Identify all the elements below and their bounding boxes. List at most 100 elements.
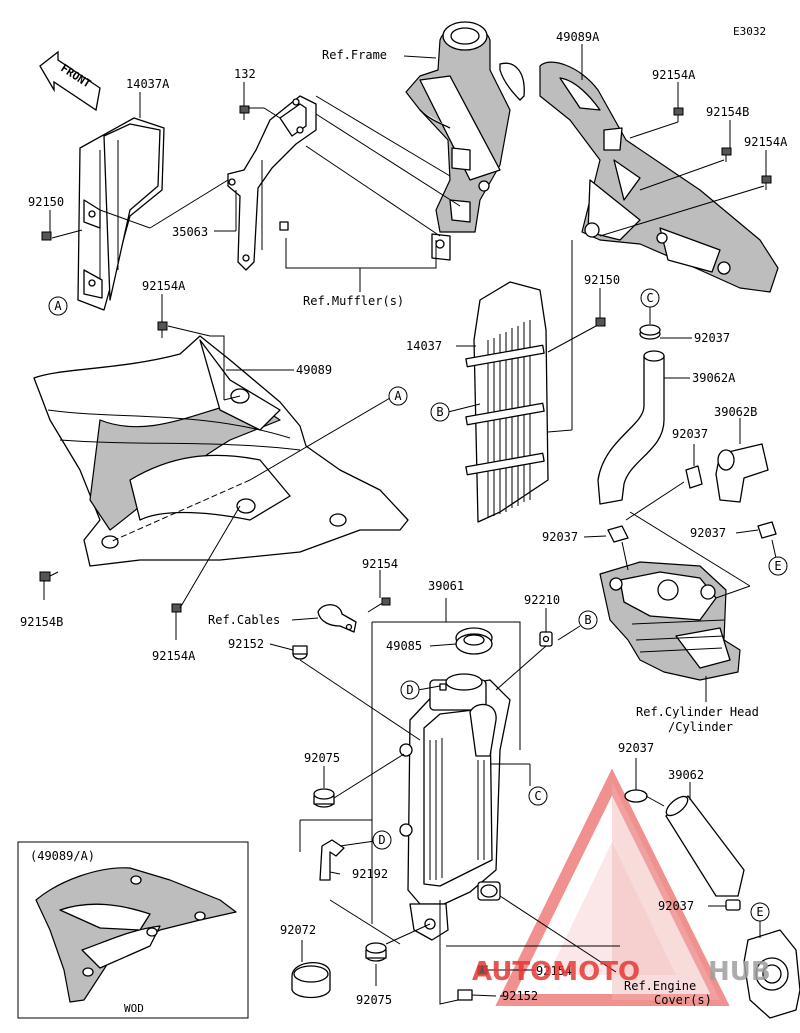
bolt-92150-mid — [595, 317, 606, 327]
bolt-92154A-top2 — [761, 175, 772, 190]
label-92154B-left: 92154B — [20, 615, 63, 629]
engine-cover — [743, 929, 800, 1019]
front-arrow-icon: FRONT — [39, 50, 101, 112]
label-92037-b: 92037 — [672, 427, 708, 441]
label-92154A-top2: 92154A — [744, 135, 788, 149]
label-132: 132 — [234, 67, 256, 81]
label-39062A: 39062A — [692, 371, 736, 385]
clamp-92037-f — [725, 899, 741, 911]
watermark-text: AUTOMOTO HUB — [472, 957, 771, 987]
watermark-logo — [495, 768, 730, 1006]
callout-A-right: A — [388, 386, 408, 406]
clamp-92037-b — [685, 465, 703, 489]
diagram-code: E3032 — [733, 25, 766, 38]
label-49089A: 49089A — [556, 30, 600, 44]
shroud-left — [33, 335, 409, 567]
inset-wod: (49089/A) WOD — [17, 841, 249, 1019]
label-92152: 92152 — [228, 637, 264, 651]
shroud-right — [539, 61, 779, 293]
cylinder-head — [599, 561, 741, 681]
grommet-92152 — [292, 645, 308, 660]
inset-footer: WOD — [124, 1002, 144, 1015]
label-92154B-top: 92154B — [706, 105, 749, 119]
callout-D-low: D — [372, 830, 392, 850]
svg-text:D: D — [406, 683, 413, 697]
bolt-92154A-low — [171, 603, 182, 613]
callout-E-top: E — [768, 556, 788, 576]
callout-D-top: D — [400, 680, 420, 700]
callout-C-low: C — [528, 786, 548, 806]
label-92037-a: 92037 — [694, 331, 730, 345]
inset-title: (49089/A) — [30, 849, 95, 863]
label-39062: 39062 — [668, 768, 704, 782]
svg-text:B: B — [436, 405, 443, 419]
clamp-92037-c — [757, 521, 777, 539]
label-92154-low: 92154 — [536, 964, 572, 978]
radiator-stay — [227, 95, 317, 271]
bolt-stay — [279, 221, 289, 231]
callout-B-right: B — [578, 610, 598, 630]
label-92072: 92072 — [280, 923, 316, 937]
radiator-guard-left — [77, 117, 165, 311]
bolt-132 — [239, 105, 250, 120]
label-92210: 92210 — [524, 593, 560, 607]
radiator-louver — [465, 281, 549, 523]
svg-text:A: A — [54, 299, 62, 313]
grommet-92075-a — [313, 788, 335, 808]
label-92037-d: 92037 — [542, 530, 578, 544]
frame-section — [405, 21, 525, 261]
svg-text:B: B — [584, 613, 591, 627]
bolt-92152-low — [457, 989, 497, 1001]
svg-text:E: E — [756, 905, 763, 919]
label-92037-c: 92037 — [690, 526, 726, 540]
watermark-part1: AUTOMOTO — [472, 957, 640, 987]
label-92075-b: 92075 — [356, 993, 392, 1007]
label-ref-cables: Ref.Cables — [208, 613, 280, 627]
cable-clamp — [317, 604, 357, 633]
leader-lines — [43, 44, 777, 1005]
bolt-92154B-left — [39, 571, 59, 582]
bolt-92150-left — [41, 231, 52, 241]
label-ref-frame: Ref.Frame — [322, 48, 387, 62]
part-labels: 14037A 132 Ref.Frame 49089A 92154A 92154… — [20, 30, 788, 1007]
clamp-92037-e — [624, 789, 648, 803]
hose-39062A — [597, 350, 665, 505]
label-92154A-low: 92154A — [152, 649, 196, 663]
bolt-92154B-top — [721, 147, 732, 162]
label-92075-a: 92075 — [304, 751, 340, 765]
svg-text:A: A — [394, 389, 402, 403]
label-ref-cylhead-1: Ref.Cylinder Head — [636, 705, 759, 719]
label-39061: 39061 — [428, 579, 464, 593]
label-92192: 92192 — [352, 867, 388, 881]
label-92037-e: 92037 — [618, 741, 654, 755]
breather-hose-92192 — [319, 839, 345, 881]
radiator-cap — [455, 627, 493, 655]
label-ref-mufflers: Ref.Muffler(s) — [303, 294, 404, 308]
svg-text:C: C — [534, 789, 541, 803]
bolt-92154A-top — [673, 107, 684, 122]
callout-B-left: B — [430, 402, 450, 422]
grommet-92075-b — [365, 942, 387, 962]
svg-text:C: C — [646, 291, 653, 305]
svg-text:D: D — [378, 833, 385, 847]
label-92150-mid: 92150 — [584, 273, 620, 287]
label-92037-f: 92037 — [658, 899, 694, 913]
clamp-92037-d — [607, 525, 629, 543]
svg-text:E: E — [774, 559, 781, 573]
clamp-92037-a — [639, 324, 661, 340]
watermark-part2: HUB — [708, 957, 771, 987]
label-ref-cylhead-2: /Cylinder — [668, 720, 733, 734]
radiator — [399, 673, 511, 941]
label-92154A-mid: 92154A — [142, 279, 186, 293]
bracket-92210 — [539, 631, 553, 647]
label-92152-low: 92152 — [502, 989, 538, 1003]
callout-C-top: C — [640, 288, 660, 308]
hose-39062 — [665, 795, 745, 897]
callout-A-left: A — [48, 296, 68, 316]
bolt-92154-mid — [367, 597, 391, 613]
label-14037A: 14037A — [126, 77, 170, 91]
label-92150-left: 92150 — [28, 195, 64, 209]
label-92154A-top: 92154A — [652, 68, 696, 82]
callout-E-low: E — [750, 902, 770, 922]
